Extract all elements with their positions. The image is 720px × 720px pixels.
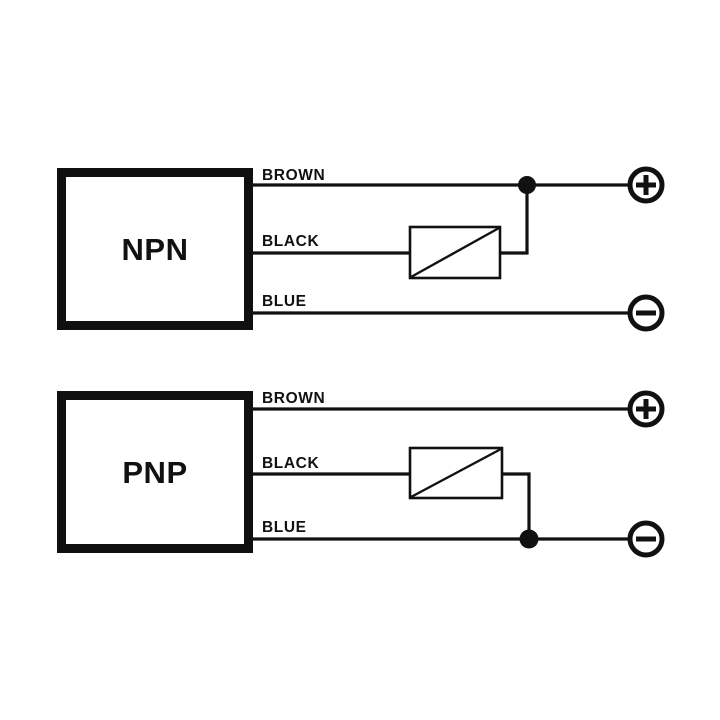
wire-load-return-npn [498, 183, 529, 255]
sensor-box-pnp [57, 391, 253, 553]
junction-dot-npn [518, 176, 536, 194]
terminal-negative-npn [627, 294, 665, 332]
sensor-box-npn [57, 168, 253, 330]
wire-label-black-npn: BLACK [262, 233, 319, 250]
load-diagonal-npn [410, 226, 500, 279]
wire-label-black-pnp: BLACK [262, 455, 319, 472]
sensor-box-label-pnp: PNP [122, 455, 187, 490]
wire-label-brown-pnp: BROWN [262, 390, 325, 407]
terminal-positive-pnp [627, 390, 665, 428]
load-symbol-pnp [408, 446, 504, 500]
circuit-npn: NPN BROWN BLACK BLUE [57, 166, 665, 332]
circuit-pnp: PNP BROWN BLACK BLUE [57, 390, 665, 558]
wire-label-blue-npn: BLUE [262, 293, 307, 310]
wire-load-return-pnp [500, 472, 531, 541]
junction-dot-pnp [519, 529, 539, 549]
load-diagonal-pnp [410, 447, 502, 499]
load-symbol-npn [408, 225, 502, 280]
terminal-negative-pnp [627, 520, 665, 558]
terminal-positive-npn [627, 166, 665, 204]
wire-label-brown-npn: BROWN [262, 167, 325, 184]
sensor-box-label-npn: NPN [122, 232, 189, 267]
wire-label-blue-pnp: BLUE [262, 519, 307, 536]
